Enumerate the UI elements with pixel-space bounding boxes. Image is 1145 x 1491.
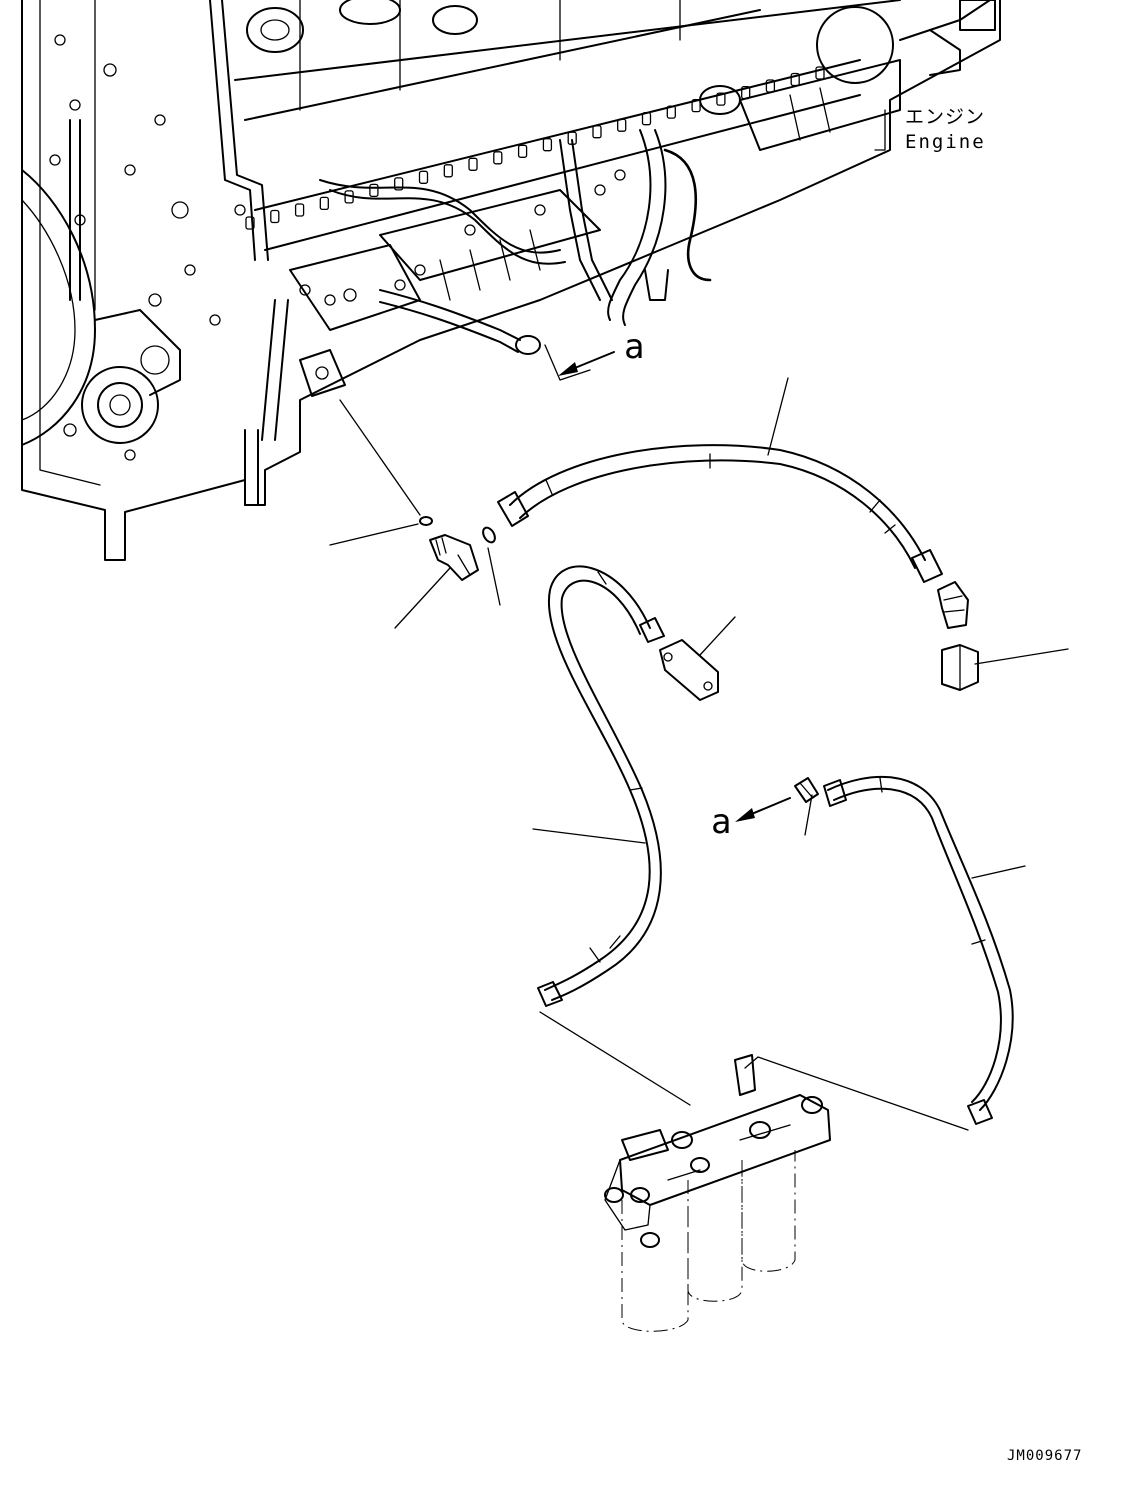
callout-a-bottom: a bbox=[711, 802, 731, 842]
head-bolt bbox=[294, 203, 305, 217]
engine-label-jp: エンジン bbox=[905, 106, 985, 128]
connector-small bbox=[659, 639, 719, 701]
filter-assembly bbox=[604, 1054, 831, 1332]
nipple-fitting bbox=[794, 777, 819, 803]
head-bolt bbox=[691, 98, 701, 113]
head-bolt bbox=[418, 170, 429, 184]
head-bolt bbox=[369, 183, 379, 198]
engine-assembly bbox=[21, 0, 1001, 561]
callout-a-top: a bbox=[624, 327, 644, 367]
callout-a-top-arrow bbox=[558, 351, 615, 376]
head-bolt bbox=[443, 164, 453, 178]
head-bolt bbox=[666, 105, 676, 119]
elbow-fitting bbox=[429, 534, 479, 581]
head-bolt bbox=[493, 151, 503, 165]
head-bolt bbox=[517, 144, 528, 158]
head-bolt bbox=[270, 209, 280, 224]
head-bolt bbox=[617, 118, 627, 132]
drawing-id: JM009677 bbox=[1007, 1448, 1082, 1464]
hose-center bbox=[537, 565, 665, 1007]
head-bolt bbox=[542, 138, 553, 152]
head-bolt bbox=[319, 196, 329, 211]
engine-label-en: Engine bbox=[905, 131, 986, 153]
head-bolt bbox=[592, 125, 602, 139]
hose-right bbox=[823, 775, 1014, 1125]
head-bolt bbox=[468, 157, 478, 171]
head-bolt bbox=[716, 92, 726, 106]
head-bolt bbox=[394, 177, 404, 191]
head-bolt bbox=[245, 216, 255, 230]
o-ring-left bbox=[419, 516, 433, 526]
leader-lines bbox=[329, 344, 1069, 1131]
o-ring-right bbox=[482, 526, 496, 544]
head-bolt bbox=[641, 112, 652, 126]
callout-a-bottom-arrow bbox=[735, 797, 791, 822]
elbow-adapter-right bbox=[937, 581, 969, 629]
hose-upper bbox=[497, 444, 943, 583]
nut-right bbox=[941, 644, 979, 691]
